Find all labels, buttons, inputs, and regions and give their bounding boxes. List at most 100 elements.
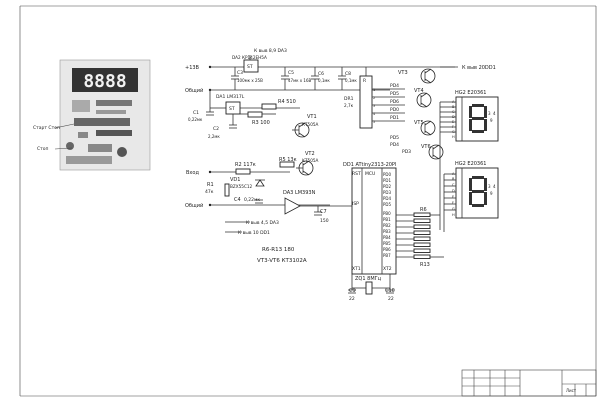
hg2-bot-pin-c: C	[452, 183, 455, 187]
dd1-label: DD1 ATtiny2313-20PI	[343, 162, 396, 168]
r13-label: R13	[420, 262, 430, 268]
c1-value: 0,22мк	[188, 117, 203, 122]
hg2-top-label: HG2 Е20361	[455, 90, 486, 96]
dd1-pb1: PB1	[383, 217, 391, 222]
da2-regulator: ST DA2 КР142ЕН5А	[232, 55, 267, 73]
hg2-bot-pin-e: E	[452, 195, 454, 199]
dd1-xt1: XT1	[352, 266, 361, 272]
c7-label: C7	[320, 209, 327, 215]
c4-value: 0,22мк	[244, 197, 260, 203]
c1-label: C1	[193, 110, 199, 116]
vd1-value: BZX55C12	[230, 184, 253, 189]
c5-value: 47мк х 16В	[288, 78, 312, 83]
dr1-r-pin: R	[363, 78, 366, 84]
vt3-label: VT3	[398, 70, 408, 76]
zq1-label: ZQ1 8МГц	[355, 276, 382, 282]
dd1-microcontroller: DD1 ATtiny2313-20PI MCU RST ISP XT1 XT2 …	[343, 162, 397, 275]
c10-value: 22	[388, 296, 394, 302]
da3-label: DA3 LM393N	[283, 190, 316, 196]
seven-seg-display	[72, 68, 138, 92]
vt2-label: VT2	[305, 151, 315, 157]
vt1-value: КТ505А	[302, 122, 319, 127]
hg2-bot-pin-g: G	[452, 207, 455, 211]
vt4-transistor: VT4	[414, 88, 432, 108]
c8-value: 0,1мк	[345, 78, 357, 83]
dd1-xt2: XT2	[383, 266, 392, 272]
hg2-bot-pin-b: B	[452, 177, 455, 181]
svg-text:ST: ST	[229, 106, 235, 112]
seven-seg-glyph-bottom	[469, 176, 487, 207]
pcb-photo: 8888 Старт Стоп Стоп	[33, 59, 151, 171]
c3-label: C3	[237, 70, 243, 76]
r2-label: R2 117к	[235, 162, 256, 168]
pd-label-upper-0: PD0	[390, 107, 399, 113]
r4-label: R4 510	[278, 99, 296, 105]
dd1-rst: RST	[352, 171, 361, 177]
dd1-pd1: PD1	[383, 178, 391, 183]
c2-label: C2	[213, 126, 219, 132]
pd-label-upper-4b: PD4	[390, 142, 399, 148]
resistor-bank: R6 R13	[396, 207, 444, 268]
c9-label: C9	[349, 288, 356, 294]
r1-label: R1	[207, 182, 214, 188]
c3-value: 100мк х 25В	[237, 78, 263, 83]
da1-regulator-section: ST DA1 LM317L C1 0,22мк C2 2,2мк R4 510 …	[188, 90, 300, 139]
dd1-pd0: PD0	[383, 172, 391, 177]
vt2-transistor: VT2 КТ505А	[296, 151, 319, 176]
display-digits: 8888	[83, 71, 126, 92]
dr1-value: 2,7к	[344, 103, 354, 108]
dr1-pin-3: 3	[373, 104, 375, 108]
hg2-bot-pin-f: F	[452, 201, 454, 205]
dd1-pd5: PD5	[383, 202, 391, 207]
vt6-label: VT6	[421, 144, 431, 150]
c9-value: 22	[349, 296, 355, 302]
da2-label: DA2 КР142ЕН5А	[232, 55, 267, 60]
hg2-bot-mark-9: 9	[490, 191, 493, 196]
title-block: Лист	[461, 369, 597, 397]
pd-bus-upper: PD4 PD5 PD6 PD0 PD1 PD5 PD4 PD3	[372, 83, 411, 155]
c6-label: C6	[318, 71, 324, 77]
c10-label: C10	[385, 288, 395, 294]
c2-value: 2,2мк	[208, 134, 220, 139]
crystal-section: ZQ1 8МГц C9 22 C10 22	[348, 274, 395, 302]
r1-value: 47к	[205, 189, 214, 195]
vt1-transistor: VT1 КТ505А	[292, 114, 319, 138]
dr1-pin-4: 4	[373, 112, 376, 116]
vt6-transistor: VT6	[421, 144, 444, 160]
net-dd1-pin10: К выв 10 DD1	[238, 230, 270, 236]
dd1-pb5: PB5	[383, 241, 391, 246]
vt5-transistor: VT5	[414, 120, 436, 136]
r6-label: R6	[420, 207, 427, 213]
pd-label-upper-5: PD5	[390, 91, 399, 97]
dr1-resistor-array: R DR1 2,7к 1 2 3 4 5	[344, 67, 376, 129]
c6-value: 0,1мк	[318, 78, 330, 83]
net-to-da3: К выв 8,9 DA3	[254, 48, 287, 54]
c8-label: C8	[345, 71, 351, 77]
dr1-label: DR1	[344, 96, 354, 102]
ground-label-top: Общий	[185, 87, 203, 94]
dd1-pb3: PB3	[383, 229, 391, 234]
vt1-label: VT1	[307, 114, 317, 120]
dr1-pin-1: 1	[373, 88, 375, 92]
segment-bus	[439, 101, 456, 232]
hg2-top-mark-4: 4	[493, 111, 496, 116]
dd1-pb7: PB7	[383, 253, 391, 258]
display-hg2-bottom: HG2 Е20361 A B C D E F G H 3 4 9	[452, 161, 499, 219]
dd1-pb6: PB6	[383, 247, 391, 252]
dd1-pb2: PB2	[383, 223, 391, 228]
net-da3-pin4: К выв 4,5 DA3	[246, 220, 279, 226]
vt4-label: VT4	[414, 88, 424, 94]
dd1-isp: ISP	[352, 201, 359, 207]
r3-label: R3 100	[252, 120, 270, 126]
note-resistors: R6-R13 180	[262, 247, 295, 253]
hg2-bot-mark-4: 4	[493, 184, 496, 189]
net-to-dd1: К выв 20DD1	[462, 65, 496, 71]
c5-label: C5	[288, 70, 294, 76]
top-capacitors: C3 100мк х 25В C5 47мк х 16В C6 0,1мк C8…	[231, 67, 357, 90]
pd-label-upper-1: PD1	[390, 115, 399, 121]
dd1-pd3: PD3	[383, 190, 391, 195]
plus-13v-label: +13В	[185, 65, 200, 71]
dd1-pd4: PD4	[383, 196, 391, 201]
dr1-pin-5: 5	[373, 120, 375, 124]
